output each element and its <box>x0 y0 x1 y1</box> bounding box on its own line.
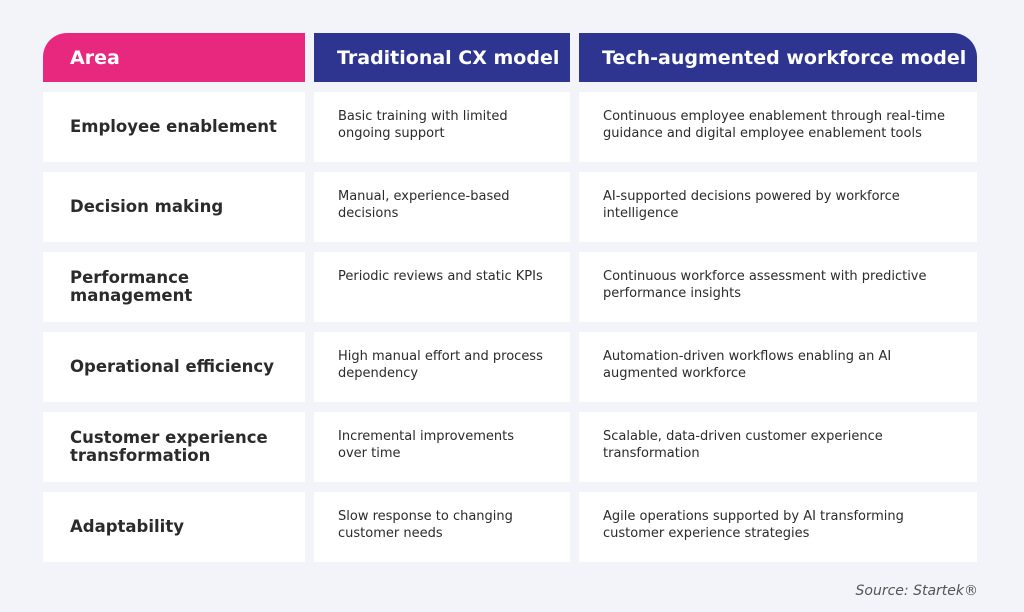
row-area: Decision making <box>43 172 305 242</box>
row-traditional: Incremental improvements over time <box>314 412 570 482</box>
header-tech: Tech-augmented workforce model <box>579 33 977 82</box>
row-traditional: Basic training with limited ongoing supp… <box>314 92 570 162</box>
row-tech: AI-supported decisions powered by workfo… <box>579 172 977 242</box>
row-tech: Continuous workforce assessment with pre… <box>579 252 977 322</box>
row-area: Customer experience transformation <box>43 412 305 482</box>
row-area: Adaptability <box>43 492 305 562</box>
source-note: Source: Startek® <box>855 583 978 599</box>
row-tech: Agile operations supported by AI transfo… <box>579 492 977 562</box>
row-traditional: Manual, experience-based decisions <box>314 172 570 242</box>
comparison-table: Area Traditional CX model Tech-augmented… <box>43 33 977 562</box>
row-traditional: Periodic reviews and static KPIs <box>314 252 570 322</box>
row-traditional: High manual effort and process dependenc… <box>314 332 570 402</box>
header-area: Area <box>43 33 305 82</box>
row-tech: Automation-driven workflows enabling an … <box>579 332 977 402</box>
row-area: Employee enablement <box>43 92 305 162</box>
row-traditional: Slow response to changing customer needs <box>314 492 570 562</box>
row-area: Performance management <box>43 252 305 322</box>
row-tech: Scalable, data-driven customer experienc… <box>579 412 977 482</box>
header-traditional: Traditional CX model <box>314 33 570 82</box>
row-tech: Continuous employee enablement through r… <box>579 92 977 162</box>
row-area: Operational efficiency <box>43 332 305 402</box>
